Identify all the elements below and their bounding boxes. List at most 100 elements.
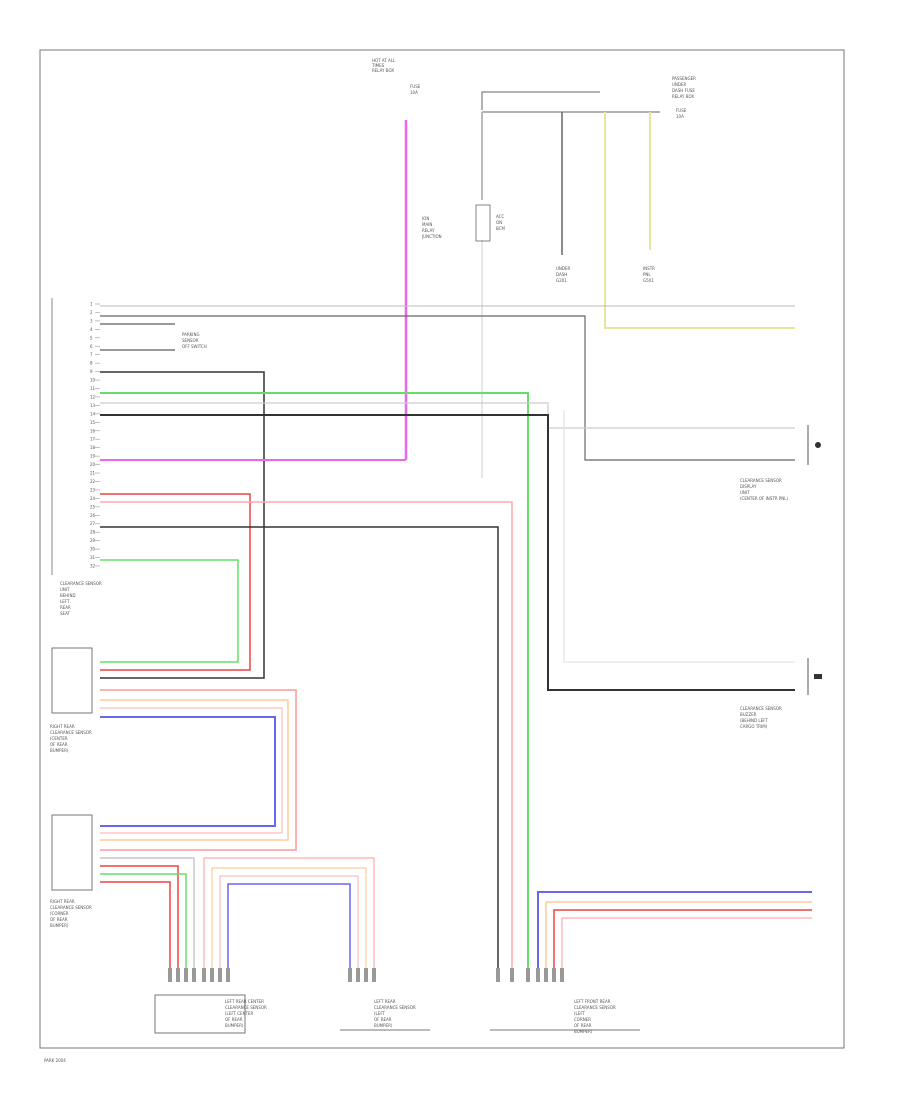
mid-fuse-note-1: ION — [422, 216, 429, 221]
main-pin-32: 32 — [90, 564, 96, 569]
wire-pink-br — [561, 917, 812, 975]
rr-center-1: RIGHT REAR — [50, 724, 75, 729]
footer-code: PARK 2004 — [44, 1058, 66, 1063]
cond-main-5: REAR — [60, 605, 71, 610]
wire-pink-mid2 — [219, 875, 359, 975]
mid-fuse-note-4: JUNCTION — [421, 234, 442, 239]
wire-green-main — [100, 392, 529, 975]
top-center-title-line3: RELAY BOX — [372, 68, 394, 73]
cond-main-3: BEHIND — [60, 593, 76, 598]
top-right-title-line1: PASSENGER — [672, 76, 696, 81]
wire-red-br — [553, 909, 812, 975]
top-center-fuse-2: 10A — [410, 90, 418, 95]
wire-orange-rr — [100, 699, 289, 841]
lr-center2-5: BUMPER) — [374, 1023, 393, 1028]
rr-center-5: BUMPER) — [50, 748, 69, 753]
rr-corner-5: BUMPER) — [50, 923, 69, 928]
bottom-pin-1 — [364, 968, 368, 982]
bottom-pin-0 — [210, 968, 214, 982]
wire-black-big — [100, 414, 795, 691]
lr-corner-6: BUMPER) — [574, 1029, 593, 1034]
top-center-title-line2: TIMES — [371, 63, 385, 68]
main-pin-18: 18 — [90, 445, 96, 450]
top-center-title-line1: HOT AT ALL — [372, 58, 396, 63]
main-pin-13: 13 — [90, 403, 96, 408]
right-lower-conn-2: BUZZER — [740, 712, 757, 717]
bottom-pin-2 — [560, 968, 564, 982]
right-upper-conn-icon — [815, 442, 821, 448]
main-pin-7: 7 — [90, 352, 93, 357]
lr-center-2: CLEARANCE SENSOR — [225, 1005, 267, 1010]
main-pin-15: 15 — [90, 420, 96, 425]
sensor-a-note-1: PARKING — [182, 332, 200, 337]
rr-corner-4: OF REAR — [50, 917, 68, 922]
main-pin-16: 16 — [90, 428, 96, 433]
wire-gray-ll — [100, 857, 195, 975]
ground-center-2: DASH — [556, 272, 567, 277]
rr-center-2: CLEARANCE SENSOR — [50, 730, 92, 735]
main-pin-9: 9 — [90, 369, 93, 374]
bottom-pin-0 — [226, 968, 230, 982]
main-pin-12: 12 — [90, 394, 96, 399]
cond-main-4: LEFT — [60, 599, 70, 604]
bottom-pin-1 — [372, 968, 376, 982]
main-pin-22: 22 — [90, 479, 96, 484]
lr-center-4: OF REAR — [225, 1017, 243, 1022]
right-upper-conn-4: (CENTER OF INSTR PNL) — [740, 496, 788, 501]
main-pin-31: 31 — [90, 555, 96, 560]
main-pin-11: 11 — [90, 386, 96, 391]
bottom-pin-2 — [536, 968, 540, 982]
top-center-title: HOT AT ALL TIMES RELAY BOX FUSE 10A — [371, 58, 421, 95]
main-pin-25: 25 — [90, 504, 96, 509]
lr-center2-4: OF REAR — [374, 1017, 392, 1022]
bottom-pin-2 — [526, 968, 530, 982]
ground-center-1: UNDER — [556, 266, 571, 271]
bottom-pin-2 — [496, 968, 500, 982]
main-pin-1: 1 — [90, 302, 93, 307]
wire-red-1 — [100, 493, 251, 671]
wire-black-lower — [100, 526, 499, 975]
main-pin-24: 24 — [90, 496, 96, 501]
wire-blue-mid — [227, 883, 351, 975]
ground-right-3: G501 — [643, 278, 654, 283]
wire-orange-mid — [211, 867, 367, 975]
bottom-pin-2 — [544, 968, 548, 982]
switch-note-1: ACC — [496, 214, 504, 219]
right-lower-conn-icon — [814, 674, 822, 679]
wire-blue-br — [537, 891, 812, 975]
top-right-fuse-1: FUSE — [676, 108, 687, 113]
wire-pink-ll — [100, 881, 171, 975]
main-pin-8: 8 — [90, 361, 93, 366]
lr-center2-1: LEFT REAR — [374, 999, 396, 1004]
main-pin-28: 28 — [90, 530, 96, 535]
main-pin-3: 3 — [90, 318, 93, 323]
wire-pink-rr2 — [100, 707, 283, 834]
ground-center-3: G201 — [556, 278, 567, 283]
wire-dkgray-upper — [100, 315, 795, 461]
switch-note-2: ON — [496, 220, 502, 225]
right-upper-conn-3: UNIT — [740, 490, 750, 495]
main-pin-20: 20 — [90, 462, 96, 467]
main-pin-27: 27 — [90, 521, 96, 526]
bottom-pin-1 — [348, 968, 352, 982]
bottom-pin-0 — [202, 968, 206, 982]
main-pin-10: 10 — [90, 378, 96, 383]
bottom-pin-1 — [356, 968, 360, 982]
lr-center-1: LEFT REAR CENTER — [225, 999, 264, 1004]
diagram-frame — [39, 49, 845, 1049]
wire-gray-lower-right — [563, 410, 795, 663]
main-pin-23: 23 — [90, 487, 96, 492]
main-pin-26: 26 — [90, 513, 96, 518]
main-pin-2: 2 — [90, 310, 93, 315]
bottom-pin-0 — [192, 968, 196, 982]
main-pin-30: 30 — [90, 547, 96, 552]
top-right-title-line3: DASH FUSE — [672, 88, 695, 93]
relay-symbol — [475, 204, 491, 242]
lr-center-5: BUMPER) — [225, 1023, 244, 1028]
right-lower-conn-3: (BEHIND LEFT — [740, 718, 768, 723]
cond-main-2: UNIT — [60, 587, 70, 592]
main-unit-pin-column: 1234567891011121314151617181920212223242… — [90, 302, 100, 569]
wire-pink-1 — [100, 501, 513, 975]
main-pin-21: 21 — [90, 471, 96, 476]
